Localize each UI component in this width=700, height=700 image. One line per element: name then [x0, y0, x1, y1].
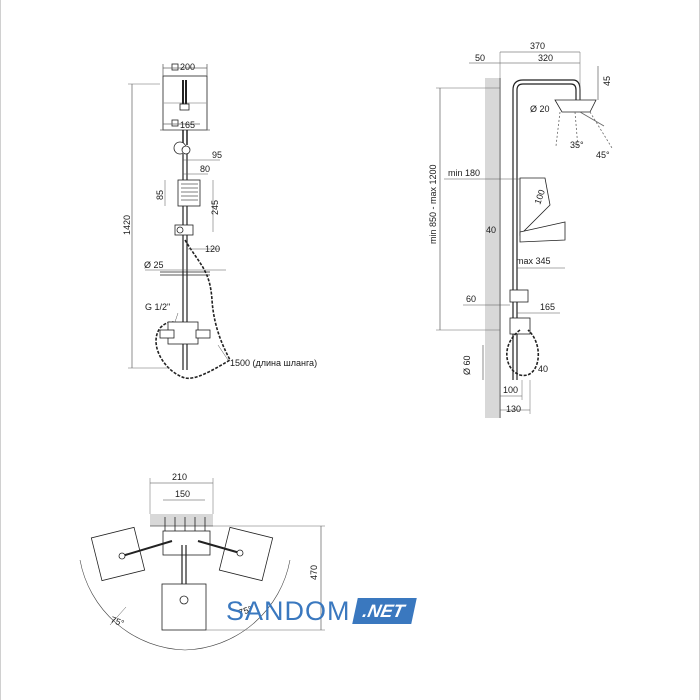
left-edge-line — [0, 0, 1, 700]
dim-60: 60 — [466, 294, 476, 304]
dim-square-200: 200 — [180, 62, 195, 72]
dim-40: 40 — [486, 225, 496, 235]
brand-tld: .NET — [351, 598, 417, 624]
dim-square-165: 165 — [180, 120, 195, 130]
dim-height-adjust: min 850 - max 1200 — [428, 164, 438, 244]
dim-40-lower: 40 — [538, 364, 548, 374]
dim-hose-length: 1500 (длина шланга) — [230, 358, 317, 368]
front-view — [128, 63, 232, 380]
side-view — [436, 51, 613, 418]
angle-45: 45° — [596, 150, 610, 160]
dim-150: 150 — [175, 489, 190, 499]
dim-pipe-diameter: Ø 25 — [144, 260, 164, 270]
dim-diameter-60: Ø 60 — [462, 355, 472, 375]
dim-50: 50 — [475, 53, 485, 63]
angle-75-right: 75° — [237, 604, 254, 618]
brand-watermark: SANDOM .NET — [226, 596, 417, 626]
top-view — [79, 478, 325, 651]
dim-470: 470 — [309, 565, 319, 580]
dim-80: 80 — [200, 164, 210, 174]
dim-45: 45 — [602, 76, 612, 86]
dim-max-345: max 345 — [516, 256, 551, 266]
dim-min-180: min 180 — [448, 168, 480, 178]
dim-total-height: 1420 — [122, 215, 132, 235]
dim-245: 245 — [210, 200, 220, 215]
dim-85: 85 — [155, 190, 165, 200]
angle-75-left: 75° — [109, 614, 126, 628]
dim-320: 320 — [538, 53, 553, 63]
dim-120: 120 — [205, 244, 220, 254]
dim-130: 130 — [506, 404, 521, 414]
dim-210: 210 — [172, 472, 187, 482]
dim-95: 95 — [212, 150, 222, 160]
dim-100-lower: 100 — [503, 385, 518, 395]
angle-35: 35° — [570, 140, 584, 150]
dim-165: 165 — [540, 302, 555, 312]
dim-diameter-20: Ø 20 — [530, 104, 550, 114]
dim-100: 100 — [532, 188, 547, 206]
dim-thread: G 1/2" — [145, 302, 170, 312]
dim-370: 370 — [530, 41, 545, 51]
brand-name: SANDOM — [226, 596, 351, 626]
